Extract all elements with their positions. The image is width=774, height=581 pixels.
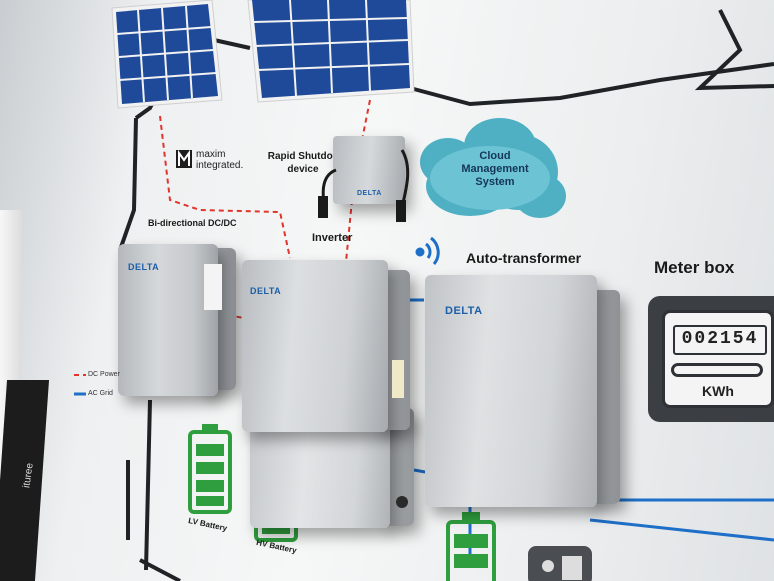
legend-ac: AC Grid [88,390,113,397]
meter-face: 002154 KWh [662,310,774,408]
cloud-line3: System [475,176,515,188]
legend-dc: DC Power [88,371,120,378]
cloud-line1: Cloud [479,150,511,162]
rapid-shutdown-label: Rapid Shutdov device [258,150,348,176]
auto-transformer-unit: DELTA [425,275,597,507]
auto-transformer-brand: DELTA [445,305,483,317]
lv-battery-icon [188,424,232,514]
maxim-line2: integrated. [196,160,244,171]
meter-reading: 002154 [673,325,767,355]
cloud-label: Cloud Management System [440,150,550,189]
meter-bar [671,363,763,377]
maxim-line1: maxim [196,149,226,160]
rapid-shutdown-line2: device [287,164,319,175]
bidirectional-label: Bi-directional DC/DC [148,218,237,228]
inverter-brand: DELTA [250,286,282,296]
shutdown-brand: DELTA [357,190,382,197]
cloud-shape [420,118,566,218]
cloud-line2: Management [461,163,529,175]
bidirectional-converter: DELTA [118,244,222,396]
wifi-icon [415,236,440,265]
auto-transformer-label: Auto-transformer [466,250,582,266]
bidirectional-brand: DELTA [128,262,160,272]
grid-battery-icon [446,512,496,581]
meter-box-label: Meter box [654,258,735,277]
solar-panel-right [247,0,415,103]
maxim-logo-mark [176,149,192,168]
inverter-label: Inverter [312,232,353,244]
maxim-brand: maxim integrated. [196,149,243,171]
rapid-shutdown-device: DELTA [333,136,405,204]
rapid-shutdown-line1: Rapid Shutdov [267,151,339,162]
solar-panel-left [111,0,223,109]
bidirectional-sticker [204,264,222,310]
battery-power-button [396,496,408,508]
inverter-sticker [392,360,404,398]
inverter-unit: DELTA [242,260,404,432]
ev-charger-icon [528,546,592,581]
meter-unit: KWh [702,383,734,399]
meter-box: 002154 KWh [648,296,774,422]
